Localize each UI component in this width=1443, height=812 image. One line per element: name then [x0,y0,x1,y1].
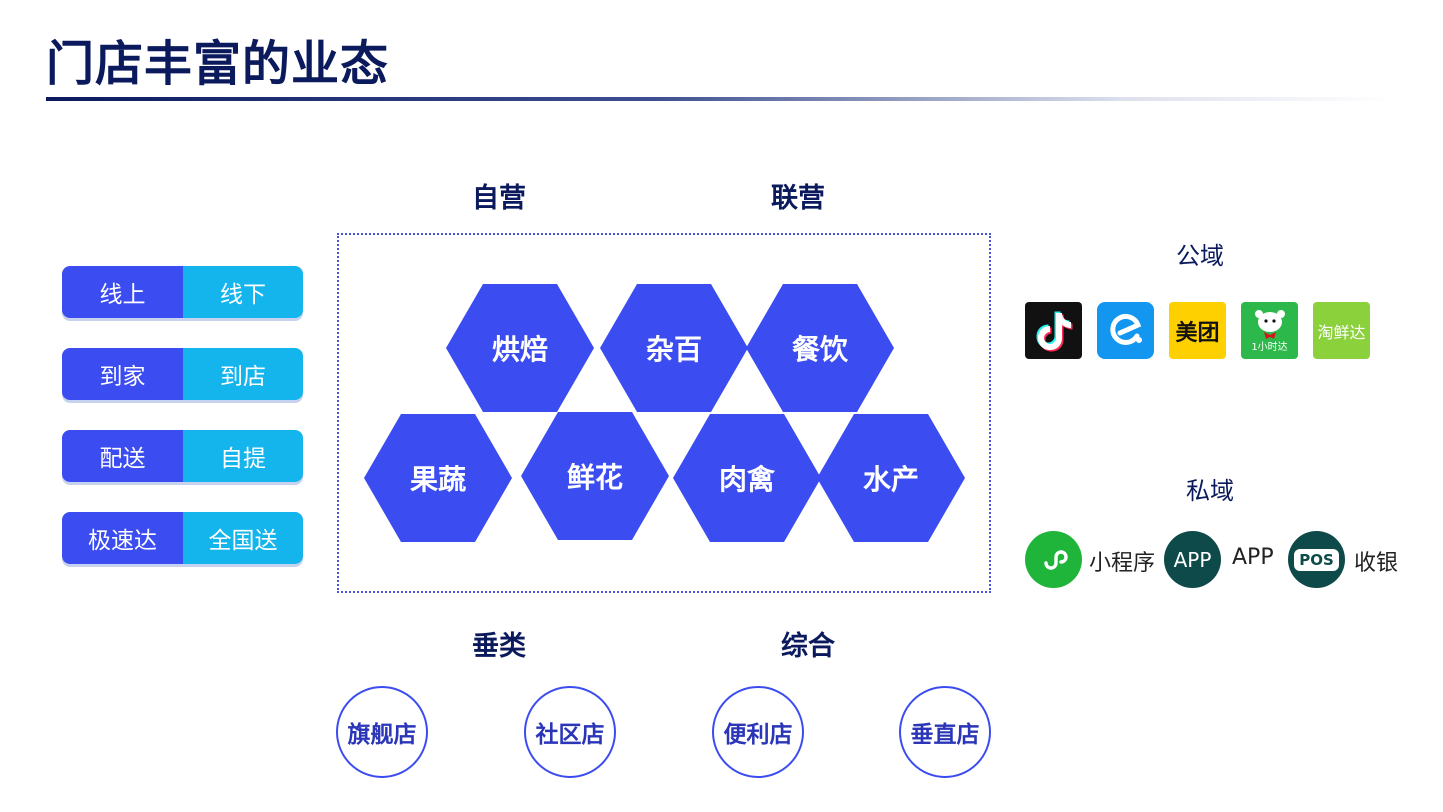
meituan-icon: 美团 [1169,302,1226,359]
business-format-box [337,233,991,593]
store-convenience: 便利店 [712,686,804,778]
app-icon: APP [1164,531,1221,588]
channel-pill-home-store: 到家 到店 [62,348,303,400]
hex-meat-poultry: 肉禽 [673,414,821,542]
channel-pickup: 自提 [183,430,303,482]
pos-icon-text: POS [1294,548,1339,571]
jd-daojia-icon: 1小时达 [1241,302,1298,359]
channel-online: 线上 [62,266,183,318]
taoxianda-text: 淘鲜达 [1317,322,1366,342]
tiktok-icon [1025,302,1082,359]
mini-program-icon [1025,531,1082,588]
taoxianda-icon: 淘鲜达 [1313,302,1370,359]
store-community: 社区店 [524,686,616,778]
eleme-icon [1097,302,1154,359]
hex-catering: 餐饮 [746,284,894,412]
app-label: APP [1232,545,1274,570]
meituan-logo-text: 美团 [1175,320,1220,346]
store-flagship: 旗舰店 [336,686,428,778]
hex-seafood: 水产 [817,414,965,542]
channel-to-store: 到店 [183,348,303,400]
jd-daojia-text: 1小时达 [1251,341,1288,353]
pos-label: 收银 [1354,551,1399,576]
header-joint-operated: 联营 [771,183,825,214]
header-vertical: 垂类 [472,631,526,662]
page-title: 门店丰富的业态 [46,36,390,92]
public-domain-label: 公域 [1176,242,1224,270]
channel-national: 全国送 [183,512,303,564]
channel-express: 极速达 [62,512,183,564]
header-general: 综合 [781,631,835,662]
channel-delivery: 配送 [62,430,183,482]
channel-offline: 线下 [183,266,303,318]
channel-pill-delivery-pickup: 配送 自提 [62,430,303,482]
hex-groceries: 杂百 [600,284,748,412]
app-icon-text: APP [1173,547,1212,572]
channel-pill-online-offline: 线上 线下 [62,266,303,318]
store-vertical: 垂直店 [899,686,991,778]
header-self-operated: 自营 [472,183,526,214]
title-divider [46,97,1396,101]
channel-pill-express-national: 极速达 全国送 [62,512,303,564]
mini-program-label: 小程序 [1089,551,1156,576]
pos-icon: POS [1288,531,1345,588]
private-domain-label: 私域 [1186,477,1234,505]
channel-to-home: 到家 [62,348,183,400]
hex-flowers: 鲜花 [521,412,669,540]
